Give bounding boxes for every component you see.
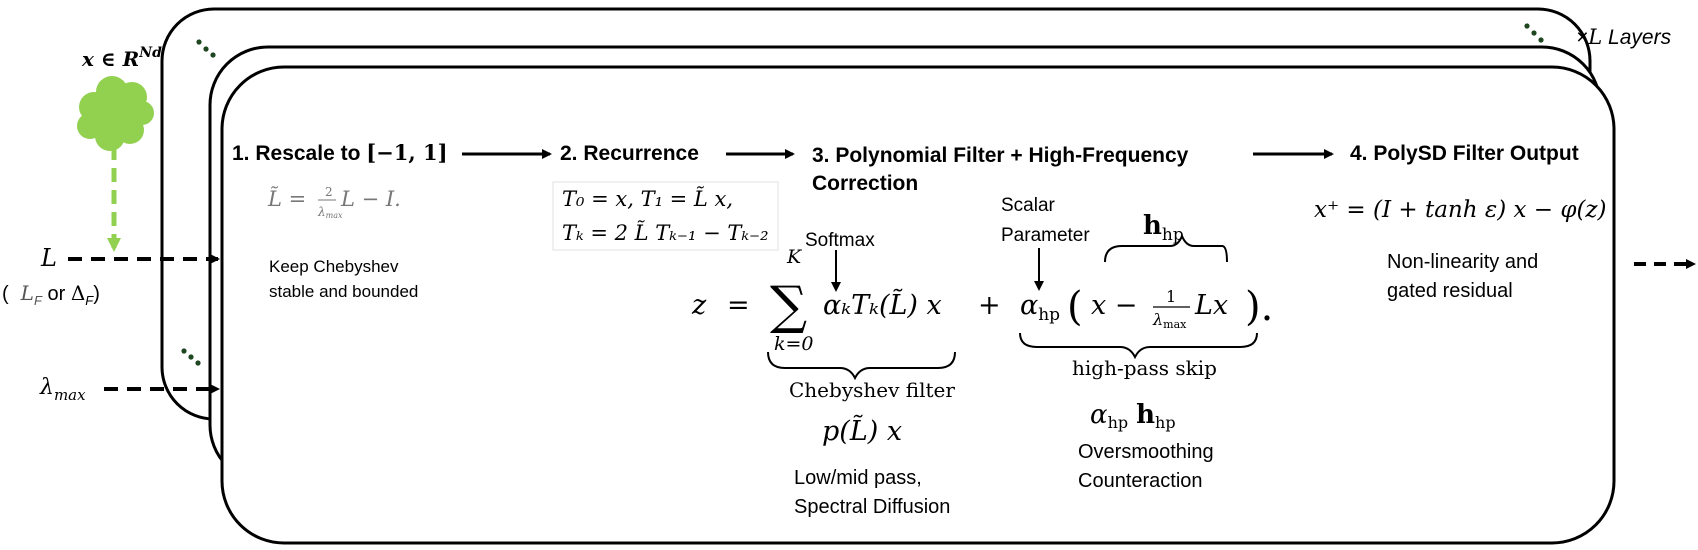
lowmid-line1: Low/mid pass, <box>794 467 922 489</box>
svg-text:L̃ =: L̃ = <box>267 187 306 211</box>
h-hp-label: hhp <box>1143 211 1184 245</box>
eq-paren-close: ). <box>1245 284 1273 330</box>
step3-title-line1: 3. Polynomial Filter + High-Frequency <box>812 144 1189 167</box>
step1-desc-line2: stable and bounded <box>269 282 418 301</box>
p-expression: p(L̃) x <box>822 414 902 447</box>
step2-formula-line1: T₀ = x, T₁ = L̃ x, <box>562 187 733 211</box>
step4-desc-line1: Non-linearity and <box>1387 251 1538 273</box>
scalar-parameter-line2: Parameter <box>1001 225 1090 246</box>
eq-Lx: Lx <box>1194 290 1228 321</box>
eq-x-minus: x − <box>1091 290 1137 321</box>
step1-desc-line1: Keep Chebyshev <box>269 257 399 276</box>
eq-sum-upper: K <box>786 246 803 268</box>
step1-title: 1. Rescale to [−1, 1] <box>232 140 448 165</box>
input-L-variants: (LF or ΔF) <box>2 281 100 308</box>
eq-sum-lower: k=0 <box>774 333 814 355</box>
eq-alpha: αhp <box>1020 290 1060 325</box>
input-L-symbol: L <box>40 244 57 272</box>
step1-formula: L̃ = 2 λmax L − I. <box>267 185 401 220</box>
eq-term1: αₖTₖ(L̃) x <box>823 288 942 321</box>
svg-text:2: 2 <box>325 185 333 199</box>
step3-title-line2: Correction <box>812 172 918 195</box>
high-pass-skip-label: high-pass skip <box>1072 356 1217 380</box>
step2-title: 2. Recurrence <box>560 142 699 165</box>
chebyshev-filter-label: Chebyshev filter <box>789 378 955 402</box>
input-lambda-max: λmax <box>39 375 86 404</box>
oversmoothing-line1: Oversmoothing <box>1078 441 1214 463</box>
svg-text:L − I.: L − I. <box>340 187 401 211</box>
ellipsis-dots-top-right <box>1524 23 1544 43</box>
step2-formula-box <box>552 181 779 251</box>
step4-title: 4. PolySD Filter Output <box>1350 142 1579 165</box>
ellipsis-dots-top-left <box>196 39 216 58</box>
svg-text:λmax: λmax <box>317 205 343 220</box>
oversmoothing-line2: Counteraction <box>1078 470 1203 492</box>
chebyshev-underbrace <box>767 351 956 381</box>
lowmid-line2: Spectral Diffusion <box>794 496 950 518</box>
eq-frac-num: 1 <box>1166 287 1176 306</box>
layers-label: ×L Layers <box>1576 25 1672 49</box>
eq-frac-den: λmax <box>1152 310 1187 331</box>
softmax-label: Softmax <box>805 230 875 251</box>
eq-equals: = <box>727 290 750 321</box>
eq-paren-open: ( <box>1067 284 1083 330</box>
step2-formula-line2: Tₖ = 2 L̃ Tₖ₋₁ − Tₖ₋₂ <box>562 221 769 245</box>
graph-signal-cloud-icon <box>77 76 154 151</box>
step4-formula: x⁺ = (I + tanh ε) x − φ(z) <box>1314 197 1607 223</box>
eq-plus: + <box>978 290 1001 321</box>
h-hp-overbrace <box>1104 233 1228 263</box>
high-pass-underbrace <box>1019 332 1258 360</box>
eq-z: z <box>691 290 707 321</box>
ellipsis-dots-bottom-left <box>181 348 201 366</box>
scalar-parameter-line1: Scalar <box>1001 195 1056 216</box>
step4-desc-line2: gated residual <box>1387 280 1513 302</box>
input-x-space: x ∈ RNd <box>81 45 162 71</box>
eq-sum-symbol: ∑ <box>770 276 807 336</box>
